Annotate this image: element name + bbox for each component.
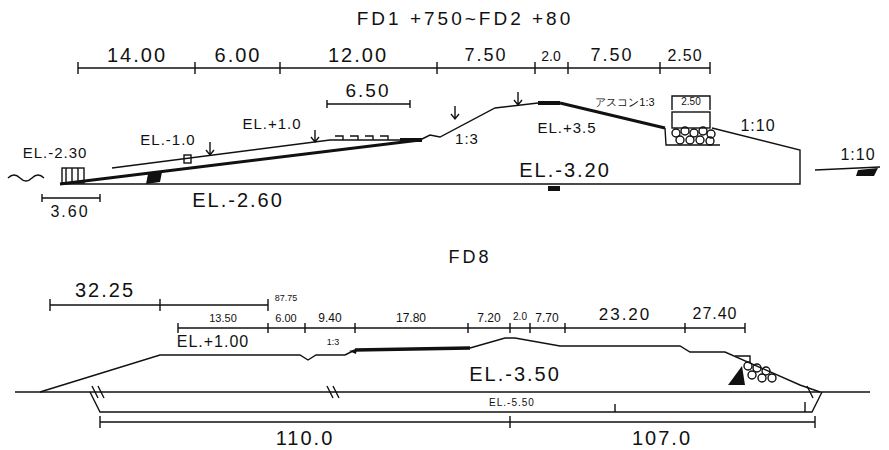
- dimension-label: 7.50: [589, 46, 634, 64]
- dimension-label: 2.50: [680, 97, 701, 107]
- elevation-label: EL.+1.00: [176, 334, 251, 350]
- slope-ratio: 1:3: [454, 131, 480, 146]
- dimension-label: 32.25: [74, 280, 136, 300]
- elevation-label: EL.+3.5: [536, 120, 597, 135]
- dimension-label: 13.50: [208, 313, 238, 324]
- elevation-label: EL.-2.30: [22, 145, 89, 160]
- dimension-label: 12.00: [327, 45, 389, 65]
- dimension-label: 3.60: [49, 204, 90, 220]
- dimension-label: 107.0: [631, 428, 693, 448]
- slope-ratio: 1:10: [739, 118, 776, 134]
- dimension-label: 2.0: [540, 49, 561, 63]
- dimension-label: 6.00: [214, 45, 263, 65]
- elevation-label: EL.-3.20: [518, 160, 612, 180]
- dimension-label: 7.20: [476, 312, 501, 324]
- dimension-label: 2.0: [512, 312, 528, 322]
- dimension-label: 17.80: [395, 312, 427, 324]
- dimension-label: 7.70: [534, 312, 559, 324]
- elevation-label: EL.-1.0: [139, 132, 196, 147]
- dimension-label: 2.50: [666, 48, 703, 64]
- section-title: FD8: [447, 248, 492, 266]
- elevation-label: EL.-2.60: [191, 190, 285, 210]
- dimension-label: 7.50: [463, 46, 508, 64]
- slope-ratio: 1:10: [839, 147, 876, 163]
- section-title: FD1 +750~FD2 +80: [356, 9, 574, 28]
- dimension-label: 27.40: [691, 306, 738, 322]
- dimension-label: 6.50: [345, 81, 392, 100]
- slope-ratio: 1:3: [326, 338, 341, 347]
- elevation-label: EL.-3.50: [468, 364, 562, 384]
- elevation-label: EL.+1.0: [241, 116, 302, 131]
- dimension-label: 23.20: [598, 306, 653, 323]
- dimension-label: 9.40: [317, 312, 342, 324]
- dimension-label: 14.00: [106, 45, 168, 65]
- dimension-label: 6.00: [274, 313, 297, 324]
- dimension-label: 87.75: [274, 294, 299, 303]
- elevation-label: EL.-5.50: [488, 398, 536, 408]
- dimension-label: 110.0: [275, 428, 336, 448]
- slope-ratio: アスコン1:3: [594, 97, 655, 108]
